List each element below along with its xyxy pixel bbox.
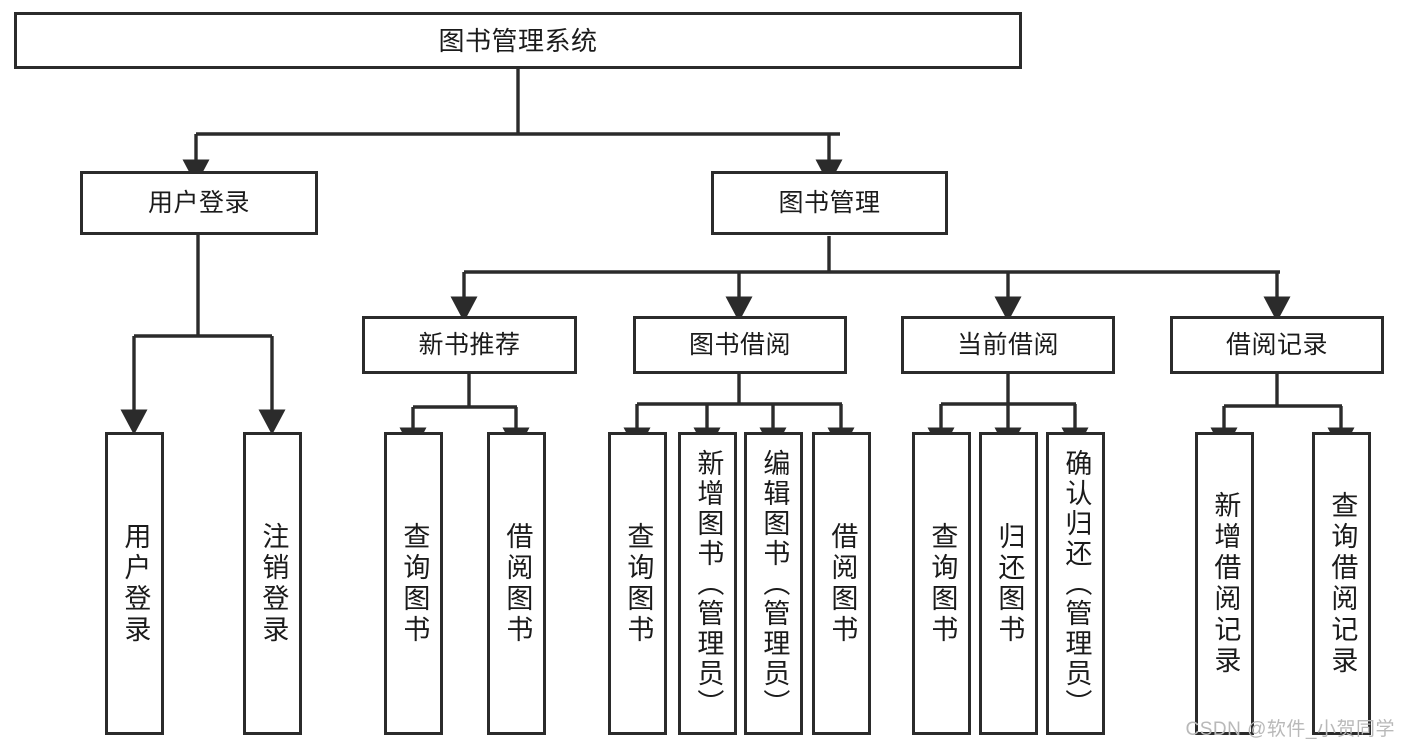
node-label: 注销登录 — [258, 521, 289, 646]
leaf-borrow-book-1[interactable]: 借阅图书 — [487, 432, 546, 735]
leaf-add-record[interactable]: 新增借阅记录 — [1195, 432, 1254, 735]
leaf-edit-book[interactable]: 编辑图书（管理员） — [744, 432, 803, 735]
node-label: 归还图书 — [994, 521, 1025, 646]
node-label: 图书借阅 — [688, 330, 791, 359]
node-root-system[interactable]: 图书管理系统 — [14, 12, 1022, 69]
node-label: 用户登录 — [147, 188, 250, 217]
node-label: 新增借阅记录 — [1210, 490, 1241, 677]
node-label: 借阅记录 — [1225, 330, 1328, 359]
node-label: 借阅图书 — [827, 521, 858, 646]
node-label: 查询图书 — [399, 521, 430, 646]
node-user-login[interactable]: 用户登录 — [80, 171, 318, 235]
node-book-borrow[interactable]: 图书借阅 — [633, 316, 847, 374]
node-borrow-record[interactable]: 借阅记录 — [1170, 316, 1384, 374]
node-label: 图书管理系统 — [438, 25, 598, 56]
leaf-query-book-1[interactable]: 查询图书 — [384, 432, 443, 735]
leaf-query-book-2[interactable]: 查询图书 — [608, 432, 667, 735]
leaf-query-book-3[interactable]: 查询图书 — [912, 432, 971, 735]
node-book-manage[interactable]: 图书管理 — [711, 171, 948, 235]
node-label: 用户登录 — [120, 521, 151, 646]
leaf-add-book[interactable]: 新增图书（管理员） — [678, 432, 737, 735]
node-label: 查询图书 — [927, 521, 958, 646]
node-label: 查询图书 — [623, 521, 654, 646]
node-label: 新增图书（管理员） — [693, 448, 724, 719]
leaf-query-record[interactable]: 查询借阅记录 — [1312, 432, 1371, 735]
node-label: 查询借阅记录 — [1327, 490, 1358, 677]
node-label: 图书管理 — [778, 188, 881, 217]
leaf-user-logout[interactable]: 注销登录 — [243, 432, 302, 735]
node-label: 编辑图书（管理员） — [759, 448, 790, 719]
node-new-book-recommend[interactable]: 新书推荐 — [362, 316, 577, 374]
leaf-return-book[interactable]: 归还图书 — [979, 432, 1038, 735]
node-current-borrow[interactable]: 当前借阅 — [901, 316, 1115, 374]
node-label: 借阅图书 — [502, 521, 533, 646]
leaf-borrow-book-2[interactable]: 借阅图书 — [812, 432, 871, 735]
node-label: 确认归还（管理员） — [1061, 448, 1092, 719]
node-label: 新书推荐 — [418, 330, 521, 359]
leaf-user-login[interactable]: 用户登录 — [105, 432, 164, 735]
node-label: 当前借阅 — [956, 330, 1059, 359]
leaf-confirm-return[interactable]: 确认归还（管理员） — [1046, 432, 1105, 735]
watermark-text: CSDN @软件_小贺同学 — [1185, 719, 1395, 740]
